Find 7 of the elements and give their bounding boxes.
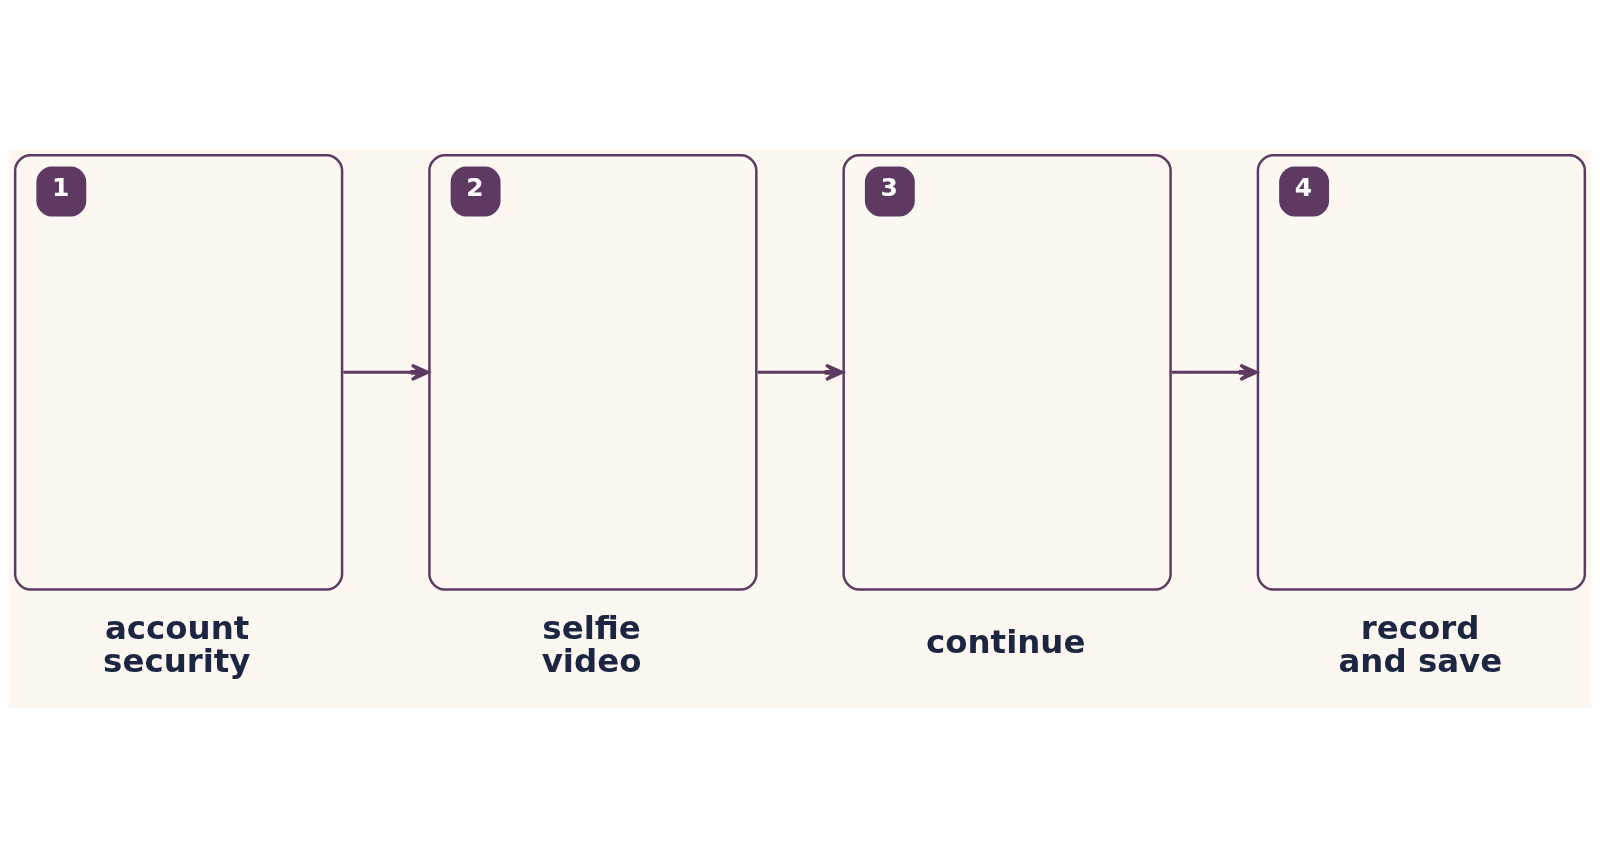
- arrow: [1171, 363, 1259, 381]
- node-label: account security: [103, 608, 251, 680]
- node-label: selfie video: [541, 608, 642, 680]
- node-label: continue: [926, 622, 1086, 661]
- arrow: [343, 363, 430, 381]
- arrow: [757, 363, 844, 381]
- node-label: record and save: [1338, 608, 1503, 680]
